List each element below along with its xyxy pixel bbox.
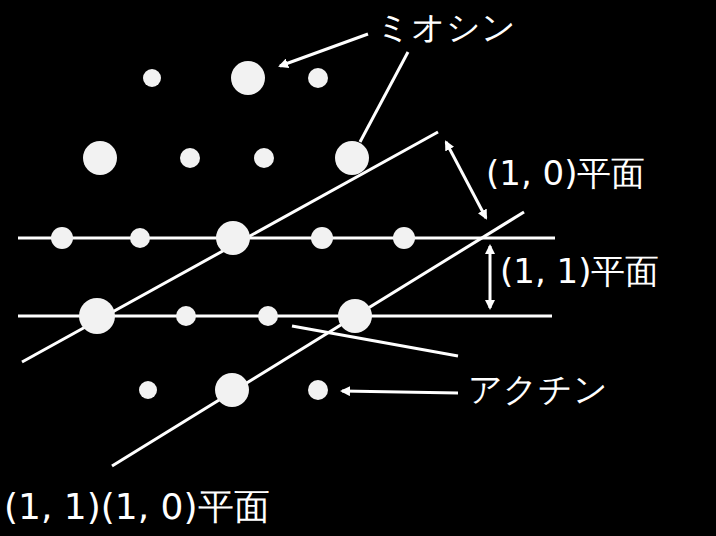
myosin-dot (79, 298, 115, 334)
plane-lines (18, 132, 555, 466)
myosin-dot (83, 141, 117, 175)
text-label: (1, 0)平面 (486, 154, 645, 193)
myosin-dot (338, 299, 372, 333)
plane-line (112, 212, 524, 466)
myosin-dot (216, 221, 250, 255)
spacing-arrow (446, 142, 486, 218)
spacing-arrow (489, 246, 492, 308)
text-label: (1, 1)平面 (500, 252, 659, 291)
leader-line (342, 391, 458, 393)
actin-dot (176, 306, 196, 326)
actin-dot (393, 227, 415, 249)
text-label: アクチン (468, 370, 608, 409)
leader-lines (280, 34, 490, 393)
actin-dot (180, 148, 200, 168)
plane-line (18, 237, 555, 240)
actin-dot (130, 228, 150, 248)
actin-dot (51, 227, 73, 249)
actin-dot (254, 148, 274, 168)
leader-line (280, 34, 368, 66)
myosin-dot (231, 61, 265, 95)
filaments (51, 61, 415, 407)
text-label: (1, 1)(1, 0)平面 (4, 486, 270, 527)
actin-dot (308, 380, 328, 400)
actin-dot (139, 381, 157, 399)
actin-dot (308, 68, 328, 88)
text-label: ミオシン (376, 8, 516, 47)
myosin-dot (335, 141, 369, 175)
actin-dot (311, 227, 333, 249)
leader-line (360, 52, 408, 142)
leader-line (292, 326, 458, 356)
myosin-dot (215, 373, 249, 407)
actin-dot (143, 69, 161, 87)
actin-dot (258, 306, 278, 326)
plane-line (22, 132, 438, 362)
